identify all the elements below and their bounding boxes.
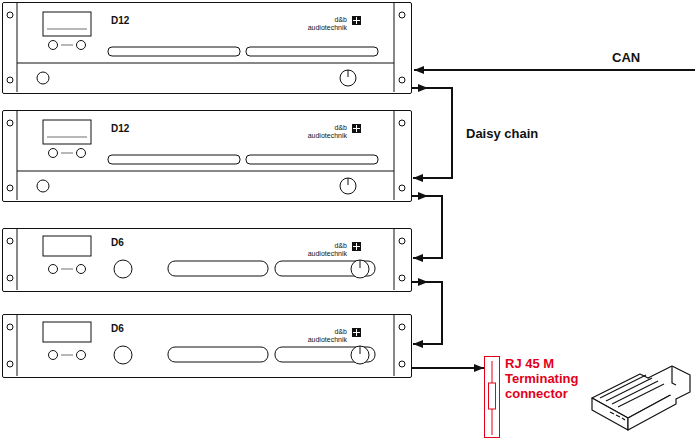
daisy-chain-connector	[412, 88, 452, 178]
brand-logo: d&b audiotechnik	[301, 16, 347, 32]
amplifier-front-panel	[3, 229, 413, 293]
amplifier-front-panel	[3, 3, 413, 95]
model-name: D6	[111, 237, 124, 249]
amplifier-unit: D12 d&b audiotechnik	[2, 2, 412, 94]
amplifier-unit: D6 d&b audiotechnik	[2, 228, 412, 292]
model-name: D12	[111, 15, 129, 27]
amplifier-unit: D12 d&b audiotechnik	[2, 110, 412, 202]
resistor-symbol	[485, 357, 501, 439]
daisy-chain-connector	[412, 367, 484, 369]
model-name: D12	[111, 123, 129, 135]
daisy-chain-connector	[412, 282, 442, 344]
edge-label: Daisy chain	[464, 126, 540, 141]
brand-logo: d&b audiotechnik	[301, 124, 347, 140]
brand-logo: d&b audiotechnik	[301, 242, 347, 258]
can-bus-line	[414, 69, 695, 71]
amplifier-unit: D6 d&b audiotechnik	[2, 314, 412, 378]
connector-label: RJ 45 M Terminating connector	[505, 356, 597, 401]
model-name: D6	[111, 323, 124, 335]
rj45-plug-illustration	[592, 366, 690, 430]
bus-label: CAN	[610, 50, 642, 65]
terminating-connector: RJ 45 M Terminating connector	[484, 356, 597, 438]
brand-logo: d&b audiotechnik	[301, 328, 347, 344]
resistor-box	[484, 356, 500, 438]
daisy-chain-connector	[412, 196, 442, 258]
amplifier-front-panel	[3, 111, 413, 203]
amplifier-front-panel	[3, 315, 413, 379]
